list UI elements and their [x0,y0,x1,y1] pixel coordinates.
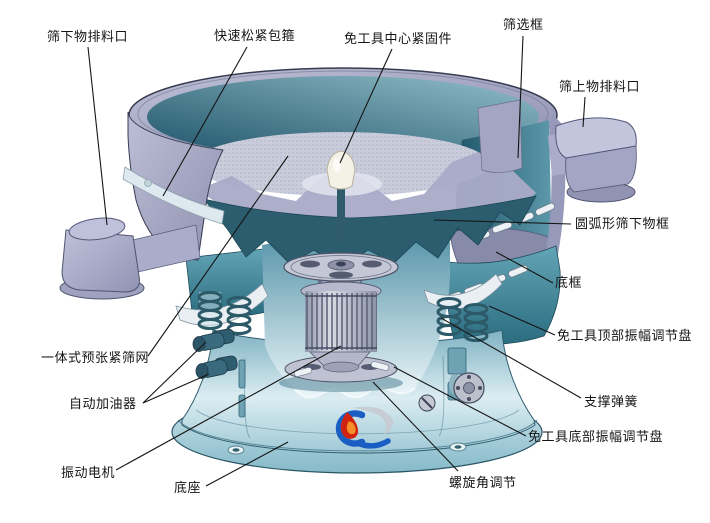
vibration-motor [279,252,403,392]
label-base: 底座 [174,481,202,496]
support-springs-right [423,273,503,342]
label-top-amplitude-adjuster: 免工具顶部振幅调节盘 [557,329,693,344]
label-undersize-outlet: 筛下物排料口 [47,30,129,45]
label-center-fastener: 免工具中心紧固件 [344,32,453,47]
auto-oilers [192,328,238,379]
label-quick-clamp-band: 快速松紧包箍 [214,29,296,44]
label-auto-oiler: 自动加油器 [69,397,137,412]
label-arc-undersize-frame: 圆弧形筛下物框 [575,217,670,232]
label-vibration-motor: 振动电机 [61,466,116,481]
oversize-discharge-spout [548,117,637,203]
leader-lines [87,35,586,487]
undersize-discharge-spout [59,217,201,300]
label-sieve-frame: 筛选框 [503,18,544,33]
label-oversize-outlet: 筛上物排料口 [559,80,641,95]
motor-body [300,281,382,373]
label-bottom-frame: 底框 [555,276,583,291]
adjuster-handwheel [449,372,485,404]
lower-frame-right [446,245,561,345]
label-helix-angle-adjust: 螺旋角调节 [449,476,517,491]
support-springs-left [175,283,269,335]
sieve-bowl-rim [128,67,558,163]
base-details [227,347,485,455]
slotted-screw [418,394,436,412]
company-logo [335,406,394,449]
oversize-chute [477,99,523,173]
label-bottom-amplitude-adjuster: 免工具底部振幅调节盘 [528,430,664,445]
top-eccentric-plate [283,252,399,282]
flange-bolt-holes [227,442,467,455]
center-fastener [326,150,356,242]
label-support-spring: 支撑弹簧 [584,395,639,410]
bowl-front-wall-left [122,111,225,261]
label-pretension-mesh: 一体式预张紧筛网 [41,351,150,366]
center-fastener-knob [326,150,356,190]
